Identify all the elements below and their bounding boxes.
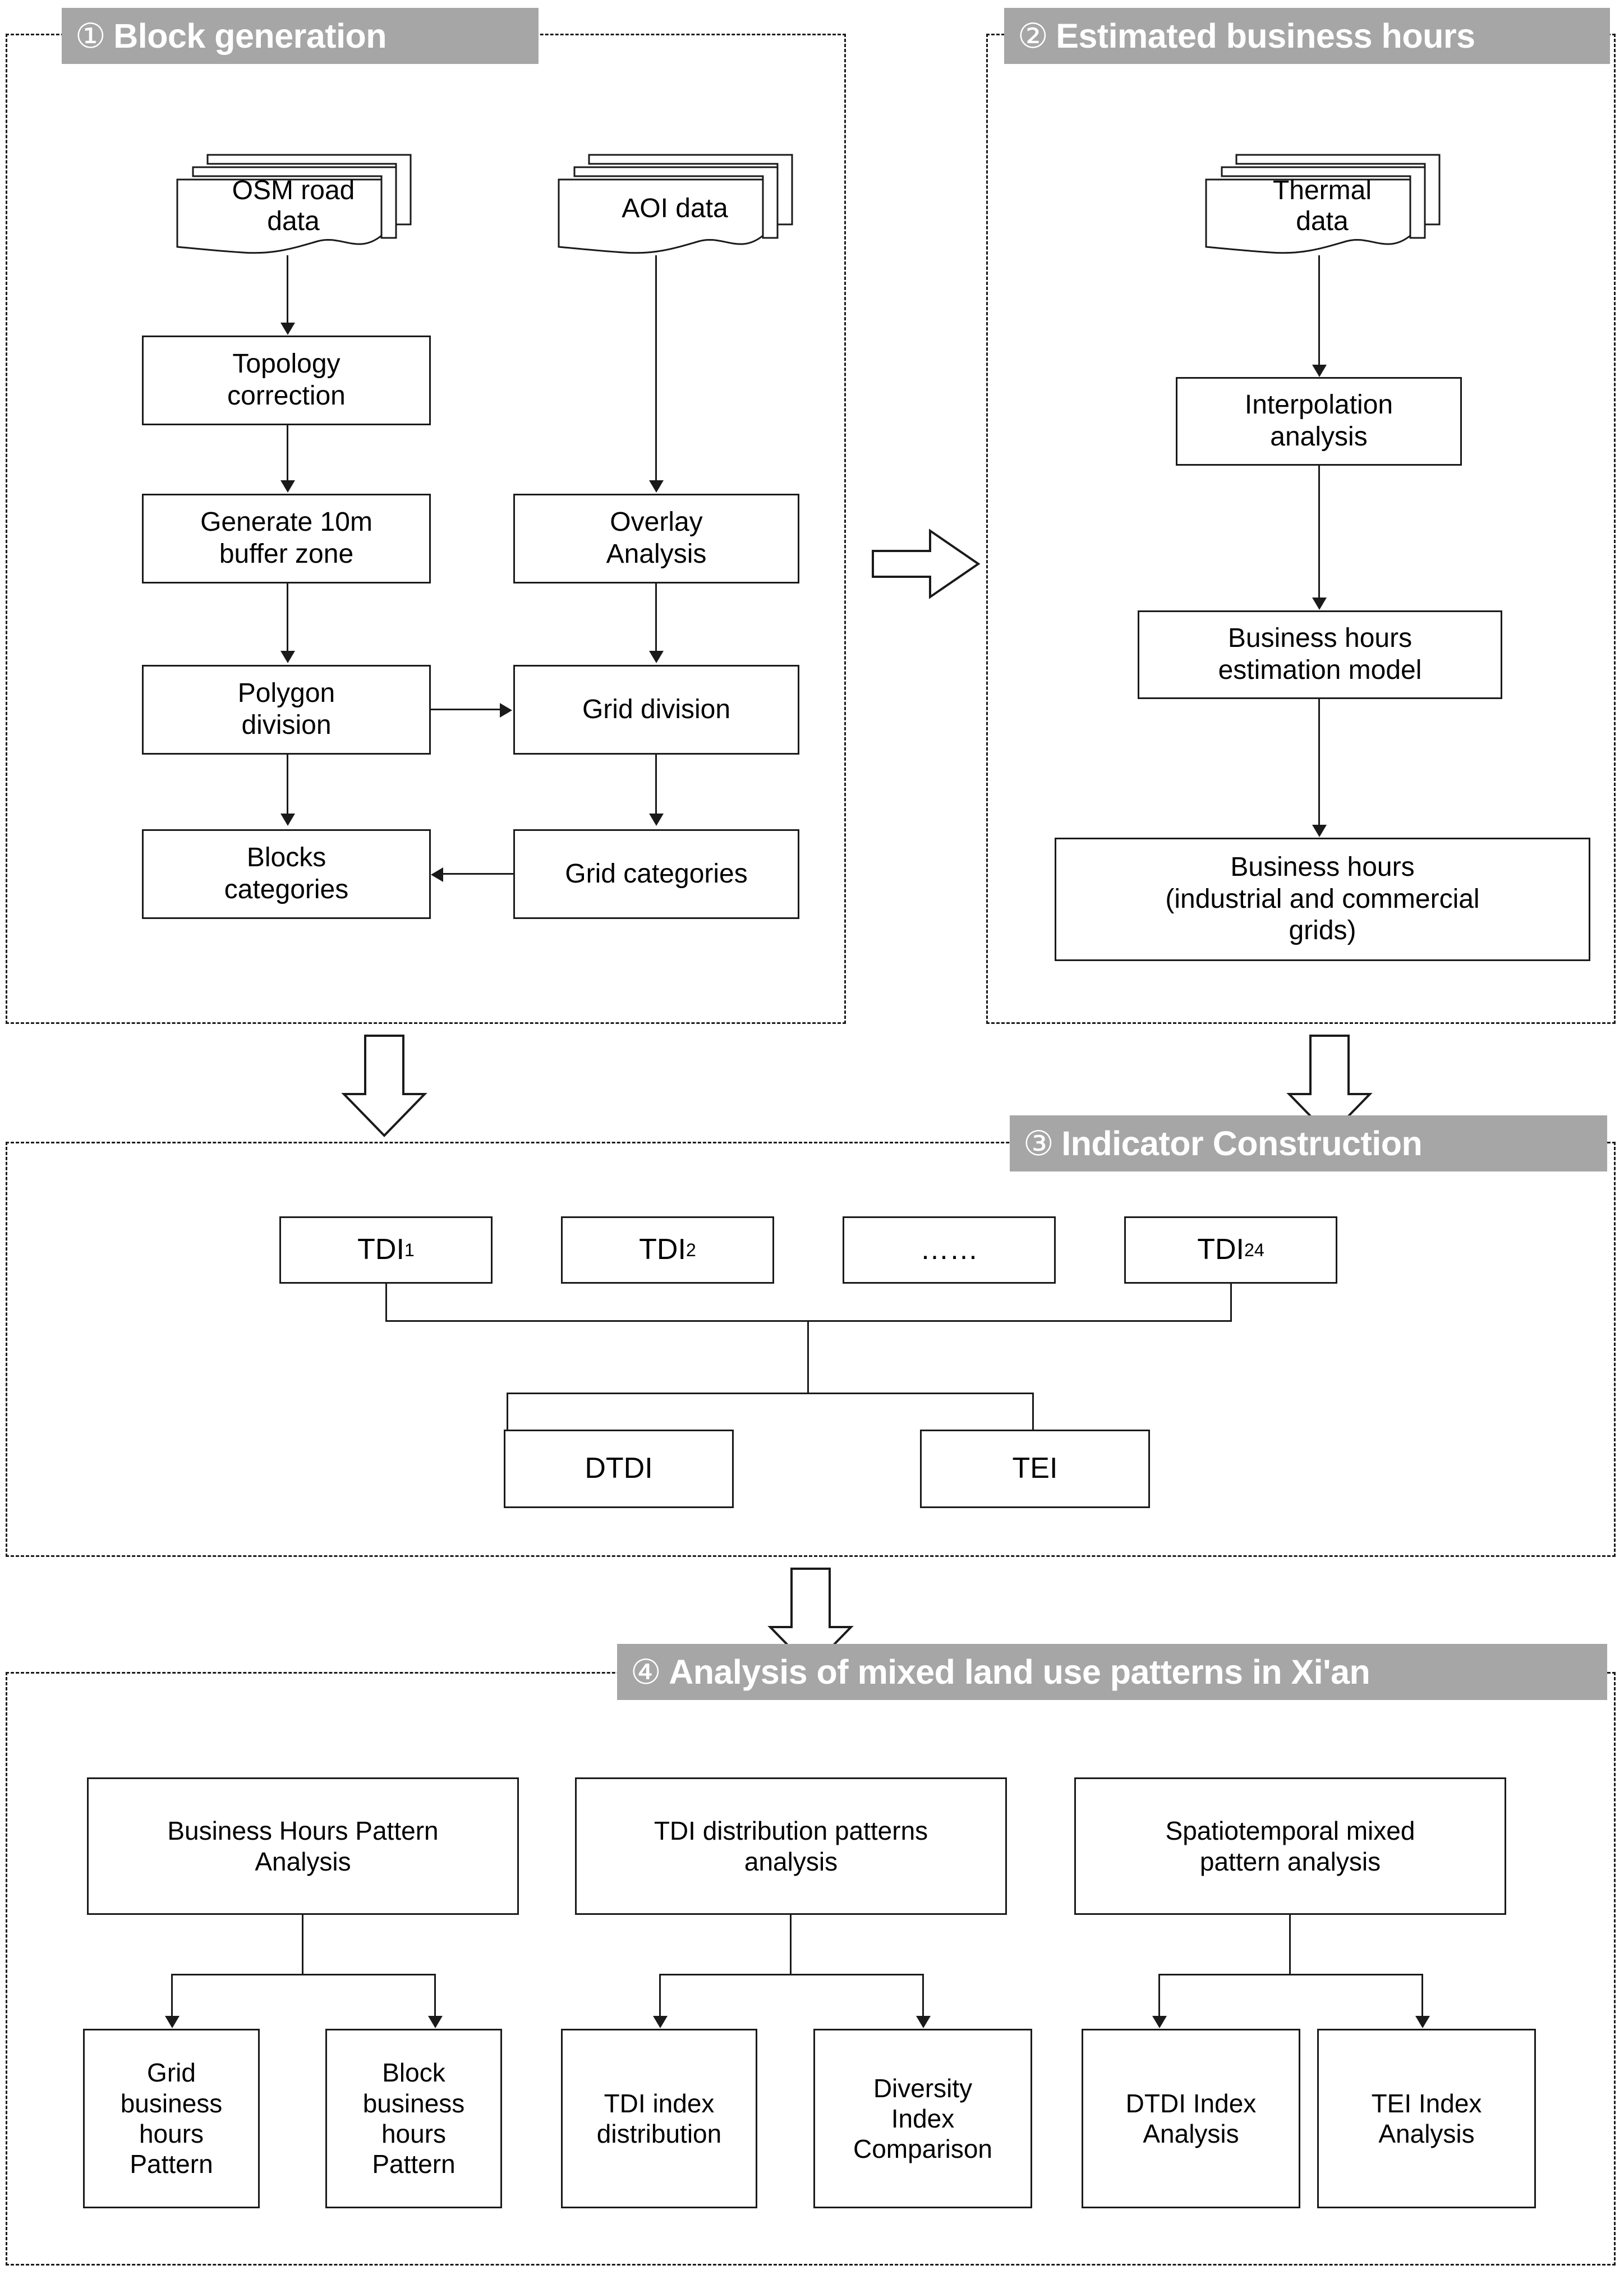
arrowhead-aoi-to-overlay: [649, 480, 664, 493]
bracket-stem-to-tei: [1032, 1393, 1034, 1431]
connector-buffer-to-polygon: [287, 583, 288, 654]
connector-estimation-to-business-hours: [1318, 699, 1320, 828]
box-grid-division: Grid division: [513, 665, 799, 755]
arrowhead-tdi-index-distribution: [653, 2016, 668, 2028]
branch-stem-group3: [1289, 1915, 1291, 1975]
section-1-title: Block generation: [113, 17, 387, 55]
section-4-header: ④ Analysis of mixed land use patterns in…: [617, 1644, 1607, 1700]
arrowhead-block-business-hours-pattern: [428, 2016, 443, 2028]
aoi-data-document: AOI data: [554, 150, 795, 257]
section-1-header: ① Block generation: [62, 8, 539, 64]
connector-grid-division-to-grid-categories: [655, 755, 657, 816]
branch-down-tei-index-analysis: [1421, 1974, 1423, 2019]
branch-down-dtdi-index-analysis: [1158, 1974, 1160, 2019]
box-tei: TEI: [920, 1430, 1150, 1508]
arrowhead-topology-to-buffer: [280, 480, 295, 493]
bracket-left-stem-tdi1: [385, 1284, 387, 1322]
section-4-number: ④: [631, 1652, 661, 1691]
branch-stem-group1: [302, 1915, 303, 1975]
box-tdi-ellipsis: ……: [843, 1216, 1056, 1284]
branch-rail-group3: [1158, 1974, 1423, 1975]
connector-thermal-to-interpolation: [1318, 255, 1320, 367]
arrowhead-estimation-to-business-hours: [1312, 825, 1327, 837]
connector-osm-to-topology: [287, 255, 288, 325]
branch-down-block-pattern: [434, 1974, 436, 2019]
connector-overlay-to-grid-division: [655, 583, 657, 654]
section-3-number: ③: [1023, 1124, 1054, 1163]
connector-interpolation-to-estimation: [1318, 466, 1320, 600]
branch-down-diversity-index: [922, 1974, 924, 2019]
arrowhead-overlay-to-grid-division: [649, 651, 664, 663]
section-4-title: Analysis of mixed land use patterns in X…: [669, 1653, 1370, 1691]
section-2-title: Estimated business hours: [1056, 17, 1475, 55]
arrowhead-grid-division-to-categories: [649, 814, 664, 826]
connector-polygon-to-blocks: [287, 755, 288, 816]
connector-topology-to-buffer: [287, 425, 288, 483]
bracket-right-stem-tdi24: [1230, 1284, 1232, 1322]
arrowhead-thermal-to-interpolation: [1312, 365, 1327, 377]
arrowhead-polygon-to-blocks: [280, 814, 295, 826]
section-2-header: ② Estimated business hours: [1004, 8, 1610, 64]
section-1-number: ①: [75, 16, 106, 55]
arrowhead-tei-index-analysis: [1415, 2016, 1430, 2028]
box-dtdi: DTDI: [504, 1430, 734, 1508]
connector-polygon-to-grid-division: [431, 709, 501, 710]
arrowhead-diversity-index-comparison: [916, 2016, 931, 2028]
section-3-panel: [6, 1142, 1616, 1557]
arrowhead-buffer-to-polygon: [280, 651, 295, 663]
branch-rail-group1: [171, 1974, 436, 1975]
section-2-number: ②: [1018, 16, 1048, 55]
branch-stem-group2: [790, 1915, 792, 1975]
block-arrow-section1-to-section2: [869, 527, 982, 600]
arrowhead-dtdi-index-analysis: [1152, 2016, 1167, 2028]
section-3-title: Indicator Construction: [1061, 1124, 1423, 1163]
connector-aoi-to-overlay: [655, 255, 657, 483]
bracket-bottom-rail: [507, 1393, 1034, 1394]
branch-down-grid-pattern: [171, 1974, 173, 2019]
bracket-stem-to-dtdi: [507, 1393, 508, 1431]
block-arrow-section2-to-section3: [1285, 1032, 1374, 1139]
connector-grid-categories-to-blocks: [443, 873, 513, 875]
arrowhead-polygon-to-grid-division: [500, 703, 512, 718]
bracket-center-stem: [807, 1320, 809, 1394]
arrowhead-osm-to-topology: [280, 323, 295, 335]
block-arrow-section1-to-section3: [339, 1032, 429, 1139]
arrowhead-grid-categories-to-blocks: [431, 867, 443, 882]
branch-rail-group2: [659, 1974, 924, 1975]
section-3-header: ③ Indicator Construction: [1010, 1115, 1607, 1171]
branch-down-tdi-index-distribution: [659, 1974, 661, 2019]
arrowhead-interpolation-to-estimation: [1312, 598, 1327, 610]
box-business-hours-output: Business hours(industrial and commercial…: [1055, 838, 1590, 961]
box-grid-categories: Grid categories: [513, 829, 799, 919]
arrowhead-grid-business-hours-pattern: [165, 2016, 180, 2028]
